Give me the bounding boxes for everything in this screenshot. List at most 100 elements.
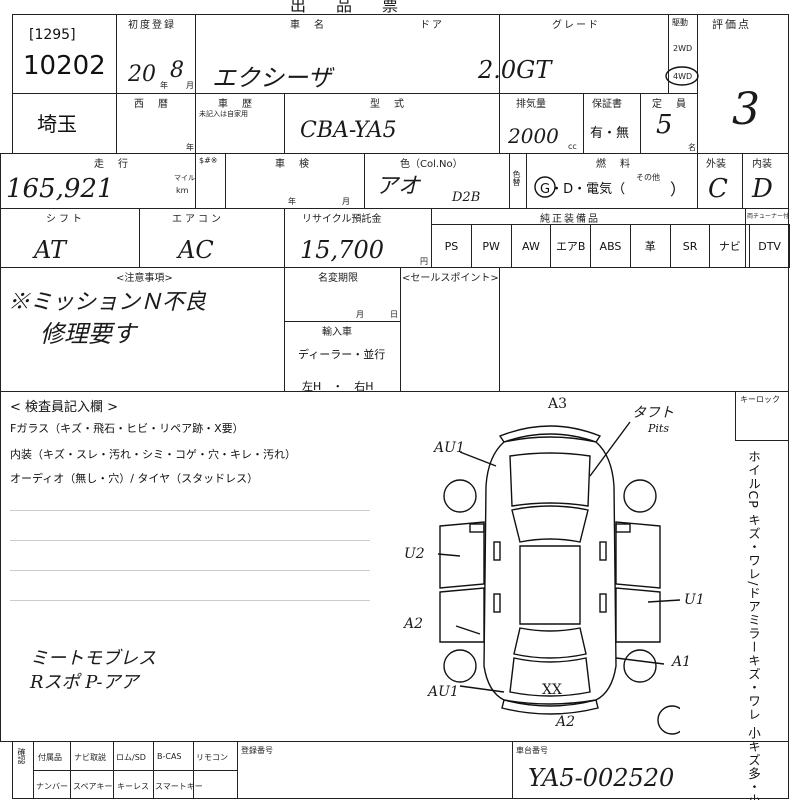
color-value: アオ: [376, 174, 421, 199]
steering-options: 左H ・ 右H: [302, 380, 374, 393]
notes-line2: 修理要す: [40, 320, 136, 348]
footer-supplies-label: 付属品: [38, 753, 62, 762]
calendar-year-unit: 年: [186, 143, 194, 152]
inspector-note2: Rスポ P-アア: [30, 672, 139, 693]
sales-point-label: <セールスポイント>: [402, 273, 499, 284]
fuel-close: ）: [670, 180, 687, 199]
dlabel-xx: XX: [542, 682, 562, 698]
fuel-other-label: その他: [636, 173, 660, 182]
persons-unit: 名: [688, 143, 696, 152]
car-name-value: エクシーザ: [212, 64, 332, 92]
footer-navi-label: ナビ取説: [74, 753, 106, 762]
tuner-label: 両チューナー付: [747, 213, 790, 220]
footer-registry-label: 登録番号: [241, 746, 273, 755]
inspector-note1: ミートモブレス: [30, 648, 156, 669]
lot-code: [1295]: [29, 27, 76, 43]
grade-label: グレード: [552, 20, 600, 31]
inspector-side-note: ホイルCP キズ・ワレ/ドアミラーキズ・ワレ 小キズ多・小U有・補修有: [746, 450, 761, 800]
inspector-title: < 検査員記入欄 >: [10, 400, 119, 415]
notes-line1: ※ミッションＮ不良: [8, 290, 207, 315]
footer-rom-label: ロム/SD: [116, 753, 146, 762]
grade-value: 2.0GT: [478, 56, 552, 84]
history-label: 車 歴: [218, 99, 254, 110]
mileage-value: 165,921: [6, 174, 114, 204]
recycle-label: リサイクル預託金: [302, 214, 382, 225]
footer-chassis-label: 車台番号: [516, 746, 548, 755]
equipment-item: AW: [510, 224, 552, 268]
inspection-label: 車 検: [275, 159, 311, 170]
dlabel-a2-left: A2: [404, 616, 424, 632]
sales-point-cell: [400, 267, 500, 392]
km-unit: km: [176, 186, 189, 195]
lot-number: 10202: [23, 51, 106, 81]
dlabel-a3: A3: [548, 396, 568, 412]
history-note: 未記入は自家用: [199, 110, 248, 118]
mileage-label: 走 行: [94, 159, 130, 170]
drive-label: 駆動: [672, 18, 688, 27]
warranty-label: 保証書: [592, 99, 622, 110]
footer-bcas-label: B-CAS: [157, 752, 182, 761]
name-change-month: 月: [356, 310, 364, 319]
first-reg-value: 20: [128, 62, 156, 87]
equipment-item: ナビ: [709, 224, 751, 268]
lot-cell: [1295] 10202: [12, 14, 117, 94]
name-change-day: 日: [390, 310, 398, 319]
key-lock-cell: [735, 391, 789, 441]
chassis-value: YA5-002520: [528, 764, 675, 792]
recycle-value: 15,700: [300, 236, 384, 264]
exterior-label: 外装: [706, 159, 726, 170]
footer-divider: [153, 741, 154, 799]
interior-value: D: [752, 174, 773, 204]
displacement-value: 2000: [508, 124, 559, 148]
genuine-label: 純正装備品: [540, 214, 600, 225]
footer-plate-label: ナンバー: [36, 782, 68, 791]
guide-line: [10, 510, 370, 511]
guide-line: [10, 540, 370, 541]
sdollar-label: $#※: [199, 156, 218, 165]
exterior-value: C: [708, 174, 728, 204]
calendar-label: 西 暦: [134, 99, 170, 110]
guide-line: [10, 570, 370, 571]
mile-unit: マイル: [174, 174, 195, 182]
first-reg-month-value: 8: [170, 58, 184, 83]
dlabel-au1-top: AU1: [434, 440, 465, 456]
color-label: 色（Col.No）: [400, 159, 463, 170]
sales-point-right: [499, 267, 789, 392]
color-no-value: D2B: [452, 190, 481, 205]
fuel-options: G・D・電気（: [540, 182, 626, 197]
dealer-options: ディーラー・並行: [298, 348, 386, 361]
equipment-item: PW: [470, 224, 512, 268]
footer-remote-label: リモコン: [196, 753, 228, 762]
fuel-label: 燃 料: [596, 159, 632, 170]
yen-unit: 円: [420, 257, 428, 266]
dlabel-a1: A1: [672, 654, 692, 670]
equipment-item: PS: [431, 224, 472, 268]
region-cell: 埼玉: [12, 93, 117, 154]
car-name-label: 車 名: [290, 20, 326, 31]
first-reg-label: 初度登録: [128, 20, 176, 31]
equipment-item: SR: [669, 224, 711, 268]
drive-4wd: 4WD: [673, 72, 693, 81]
capacity-value: 5: [656, 110, 673, 140]
interior-label: 内装: [752, 159, 772, 170]
aircon-value: AC: [178, 236, 214, 264]
capacity-label: 定 員: [652, 99, 688, 110]
fuel-g-circle: [534, 176, 556, 198]
sheet-title: 出品票: [290, 0, 429, 15]
footer-prep-label: 確認: [17, 748, 26, 764]
inspector-audio: オーディオ（無し・穴）/ タイヤ（スタッドレス）: [10, 472, 259, 485]
footer-spare-label: スペアキー: [73, 782, 113, 791]
footer-divider: [33, 770, 238, 771]
dlabel-a2-bottom: A2: [556, 714, 576, 730]
notes-label: <注意事項>: [116, 273, 173, 284]
equipment-item: DTV: [749, 224, 790, 268]
footer-keyless-label: キーレス: [117, 782, 149, 791]
dlabel-dent: タフト: [632, 405, 674, 421]
car-diagram: [437, 421, 680, 735]
color-change-label: 色替: [512, 170, 521, 186]
region-value: 埼玉: [37, 112, 77, 136]
inspector-glass: Fガラス（キズ・飛石・ヒビ・リペア跡・X要）: [10, 422, 244, 435]
displacement-label: 排気量: [516, 99, 546, 110]
drive-4wd-circle: [665, 66, 699, 86]
